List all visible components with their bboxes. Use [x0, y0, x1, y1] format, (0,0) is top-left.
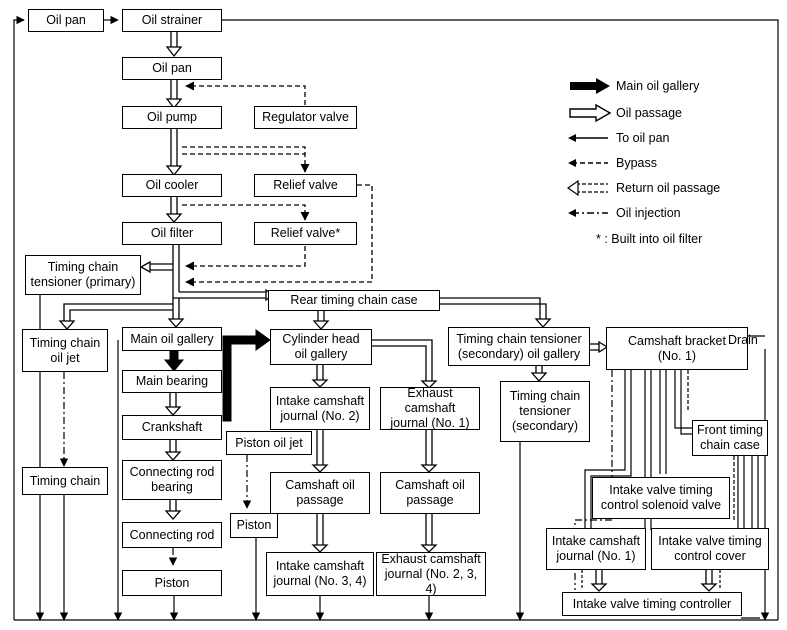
oil-strainer-box: Oil strainer	[122, 9, 222, 32]
drain-label: Drain	[728, 333, 758, 347]
relief-valve-box: Relief valve	[254, 174, 357, 197]
oil-cooler-box: Oil cooler	[122, 174, 222, 197]
piston-oil-jet-box: Piston oil jet	[226, 431, 312, 455]
main-supply-flow	[58, 32, 718, 592]
intake-camshaft-journal-1-box: Intake camshaft journal (No. 1)	[546, 528, 646, 570]
camshaft-bracket-box: Camshaft bracket (No. 1)	[606, 327, 748, 370]
rear-timing-chain-case-box: Rear timing chain case	[268, 290, 440, 311]
dashed-arrow-icon	[568, 159, 608, 167]
oil-pan-top-box: Oil pan	[28, 9, 104, 32]
main-oil-gallery-flow	[163, 329, 271, 422]
legend-return-oil-passage: Return oil passage	[560, 178, 720, 198]
connecting-rod-bearing-box: Connecting rod bearing	[122, 460, 222, 500]
intake-camshaft-journal-34-box: Intake camshaft journal (No. 3, 4)	[266, 552, 374, 596]
to-oil-pan-flow	[13, 15, 779, 621]
exhaust-camshaft-journal-234-box: Exhaust camshaft journal (No. 2, 3, 4)	[376, 552, 486, 596]
regulator-valve-box: Regulator valve	[254, 106, 357, 129]
piston-small-box: Piston	[230, 513, 278, 538]
timing-chain-oil-jet-box: Timing chain oil jet	[22, 329, 108, 372]
oil-pan-box: Oil pan	[122, 57, 222, 80]
oil-injection-flow	[59, 372, 252, 566]
crankshaft-box: Crankshaft	[122, 415, 222, 440]
timing-chain-tensioner-secondary-oil-gallery-box: Timing chain tensioner (secondary) oil g…	[448, 327, 590, 366]
legend-bypass: Bypass	[560, 153, 657, 173]
oil-pump-box: Oil pump	[122, 106, 222, 129]
legend-note: * : Built into oil filter	[596, 232, 703, 246]
front-timing-chain-case-box: Front timing chain case	[692, 420, 768, 456]
main-oil-gallery-box: Main oil gallery	[122, 327, 222, 351]
relief-valve-builtin-box: Relief valve*	[254, 222, 357, 245]
bypass-flow	[182, 81, 373, 287]
legend-oil-injection: Oil injection	[560, 203, 681, 223]
intake-valve-timing-controller-box: Intake valve timing controller	[562, 592, 742, 616]
connecting-rod-box: Connecting rod	[122, 522, 222, 548]
hollow-arrow-icon	[569, 103, 612, 123]
thick-arrow-icon	[570, 78, 610, 94]
timing-chain-box: Timing chain	[22, 467, 108, 495]
main-bearing-box: Main bearing	[122, 370, 222, 393]
solid-arrow-icon	[568, 134, 608, 142]
legend-main-oil-gallery: Main oil gallery	[560, 76, 699, 96]
legend-to-oil-pan: To oil pan	[560, 128, 670, 148]
intake-camshaft-oil-passage-box: Camshaft oil passage	[270, 472, 370, 514]
exhaust-camshaft-oil-passage-box: Camshaft oil passage	[380, 472, 480, 514]
intake-camshaft-journal-2-box: Intake camshaft journal (No. 2)	[270, 387, 370, 430]
intake-valve-timing-control-cover-box: Intake valve timing control cover	[651, 528, 769, 570]
cylinder-head-oil-gallery-box: Cylinder head oil gallery	[270, 329, 372, 365]
legend-oil-passage: Oil passage	[560, 103, 682, 123]
timing-chain-tensioner-secondary-box: Timing chain tensioner (secondary)	[500, 381, 590, 442]
timing-chain-tensioner-primary-box: Timing chain tensioner (primary)	[25, 255, 141, 295]
dash-dot-arrow-icon	[568, 209, 608, 217]
return-passage-arrow-icon	[566, 179, 608, 197]
oil-filter-box: Oil filter	[122, 222, 222, 245]
exhaust-camshaft-journal-1-box: Exhaust camshaft journal (No. 1)	[380, 386, 480, 430]
piston-box: Piston	[122, 570, 222, 596]
intake-valve-timing-solenoid-box: Intake valve timing control solenoid val…	[592, 477, 730, 519]
